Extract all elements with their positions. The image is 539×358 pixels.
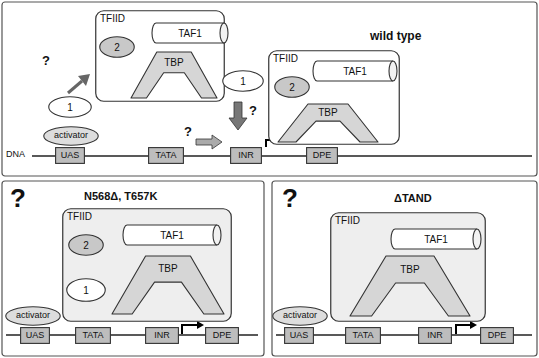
promoter-element: TATA — [148, 147, 184, 164]
transcription-start-arrow — [182, 325, 197, 334]
node-label: DPE — [488, 331, 507, 341]
node-label: activator — [16, 311, 50, 321]
node-label: 2 — [114, 42, 120, 53]
node-label: 1 — [83, 285, 89, 296]
node-label: UAS — [61, 151, 80, 161]
node-label: TFIID — [273, 53, 298, 64]
node-label: TAF1 — [343, 66, 367, 77]
node-label: DPE — [313, 151, 332, 161]
complex-box: TFIID TAF1 2 1 TBP — [62, 208, 232, 322]
node-label: TBP — [164, 57, 183, 68]
node-label: 2 — [83, 240, 89, 251]
annotation: ΔTAND — [394, 192, 432, 204]
node-label: TATA — [156, 151, 177, 161]
tbp-saddle: TBP — [350, 256, 470, 316]
node-label: TAF1 — [178, 28, 202, 39]
node-label: 1 — [240, 76, 246, 87]
node-label: activator — [54, 131, 88, 141]
subunit-cylinder: TAF1 — [390, 228, 482, 250]
node-label: 2 — [289, 82, 295, 93]
domain-oval: 1 — [48, 96, 92, 118]
node-label: TBP — [158, 263, 177, 274]
promoter-element: UAS — [20, 327, 50, 344]
node-label: UAS — [290, 331, 309, 341]
domain-oval: 1 — [66, 278, 106, 302]
transcription-start-arrow — [456, 325, 470, 334]
activator-oval: activator — [43, 126, 99, 146]
tbp-saddle: TBP — [278, 104, 378, 142]
question-mark: ? — [282, 184, 298, 213]
panel — [272, 181, 537, 356]
node-label: TFIID — [100, 13, 125, 24]
promoter-element: INR — [145, 327, 179, 344]
binding-arrow — [229, 102, 247, 130]
complex-box: TFIID TAF1TBP — [330, 212, 486, 322]
promoter-element: INR — [230, 147, 262, 164]
tbp-saddle: TBP — [112, 256, 224, 314]
tbp-saddle: TBP — [131, 52, 217, 98]
subunit-cylinder: TAF1 — [312, 60, 398, 82]
promoter-element: UAS — [284, 327, 314, 344]
node-label: TAF1 — [160, 230, 184, 241]
subunit-cylinder: TAF1 — [122, 224, 222, 246]
node-label: activator — [283, 311, 317, 321]
promoter-element: DPE — [480, 327, 514, 344]
promoter-element: TATA — [345, 327, 381, 344]
transcription-start-arrow-head — [197, 321, 204, 329]
binding-arrow-head — [78, 74, 90, 86]
node-label: INR — [154, 331, 170, 341]
node-label: TATA — [353, 331, 374, 341]
node-label: TFIID — [67, 211, 92, 222]
node-label: INR — [238, 151, 254, 161]
promoter-element: DPE — [306, 147, 338, 164]
node-label: 1 — [67, 102, 73, 113]
subunit-cylinder: TAF1 — [151, 22, 229, 44]
annotation: ? — [184, 125, 192, 139]
transcription-start-arrow-head — [470, 321, 477, 329]
node-label: DPE — [213, 331, 232, 341]
activator-oval: activator — [5, 306, 61, 326]
binding-arrow — [68, 81, 82, 93]
promoter-element: INR — [418, 327, 452, 344]
annotation: DNA — [6, 150, 25, 160]
promoter-element: UAS — [55, 147, 85, 164]
promoter-element: TATA — [75, 327, 111, 344]
annotation: wild type — [370, 30, 421, 43]
annotation: ? — [42, 54, 50, 68]
domain-oval: 1 — [222, 70, 264, 92]
node-label: TBP — [318, 107, 337, 118]
domain-oval: 2 — [274, 76, 310, 98]
activator-oval: activator — [272, 306, 328, 326]
annotation: ? — [249, 104, 257, 118]
dna-strand — [32, 155, 532, 157]
domain-oval: 2 — [68, 234, 104, 256]
promoter-element: DPE — [205, 327, 239, 344]
question-mark: ? — [10, 184, 26, 213]
node-label: TAF1 — [424, 234, 448, 245]
node-label: TBP — [400, 264, 419, 275]
annotation: N568Δ, T657K — [84, 190, 157, 202]
node-label: UAS — [26, 331, 45, 341]
node-label: INR — [427, 331, 443, 341]
node-label: TATA — [83, 331, 104, 341]
panel — [2, 181, 264, 356]
panel — [2, 2, 537, 176]
node-label: TFIID — [335, 215, 360, 226]
complex-box: TFIID TAF1 2TBP — [268, 50, 400, 145]
complex-box: TFIID TAF1 2TBP — [95, 10, 225, 102]
transition-arrow — [196, 135, 222, 149]
domain-oval: 2 — [99, 36, 135, 58]
